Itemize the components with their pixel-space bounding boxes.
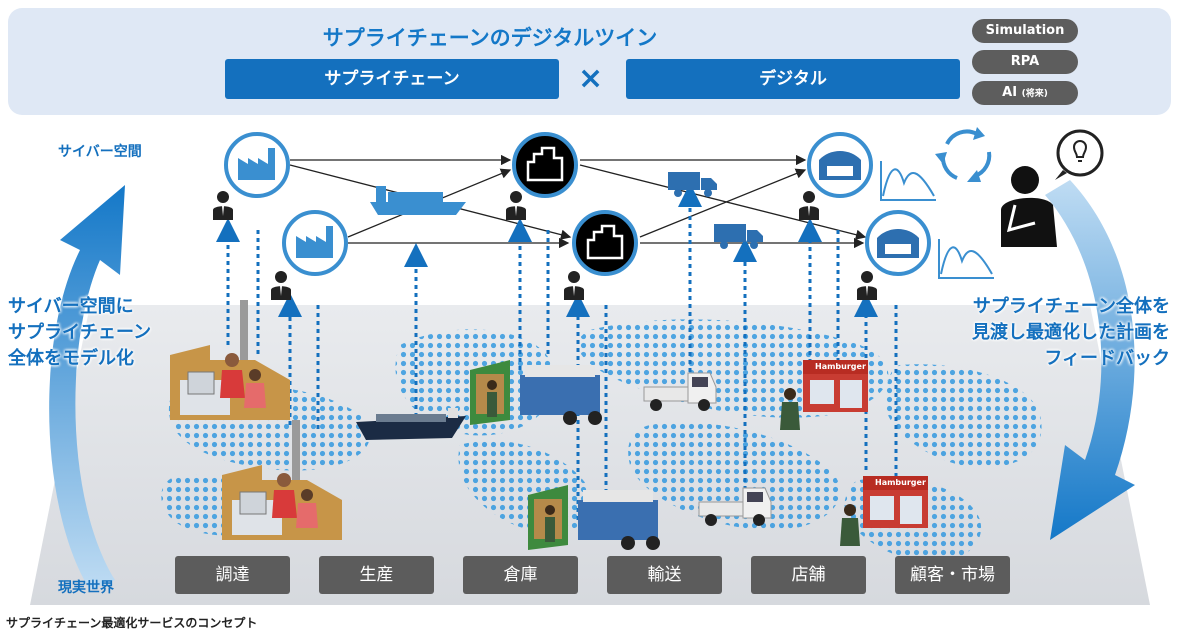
stage-customer-market: 顧客・市場 <box>895 556 1010 594</box>
thinking-person-icon <box>1001 129 1104 247</box>
warehouse-illustration <box>470 360 602 425</box>
person-icon <box>213 191 233 220</box>
left-text-line: サプライチェーン <box>8 322 152 343</box>
warehouse-node-icon <box>512 132 578 198</box>
banner-title: サプライチェーンのデジタルツイン <box>322 26 658 50</box>
refresh-cycle-icon <box>935 127 992 182</box>
left-cycle-arrow <box>49 185 125 590</box>
person-icon <box>506 191 526 220</box>
warehouse-node-icon <box>572 210 638 276</box>
supply-chain-box: サプライチェーン <box>225 59 559 99</box>
store-node-icon <box>865 210 931 276</box>
stage-warehouse: 倉庫 <box>463 556 578 594</box>
left-text-line: サイバー空間に <box>8 296 134 317</box>
store-illustration <box>840 476 928 546</box>
pill-simulation: Simulation <box>972 19 1078 43</box>
store-sign: Hamburger <box>875 478 926 487</box>
right-text-line: 見渡し最適化した計画を <box>972 322 1170 343</box>
real-world-label: 現実世界 <box>58 580 114 596</box>
graph-icon <box>880 161 936 201</box>
person-icon <box>271 271 291 300</box>
ship-icon <box>370 186 466 215</box>
caption: サプライチェーン最適化サービスのコンセプト <box>6 616 258 630</box>
person-icon <box>857 271 877 300</box>
right-text-line: フィードバック <box>1044 348 1170 369</box>
left-description: サイバー空間に サプライチェーン 全体をモデル化 <box>8 294 151 372</box>
person-icon <box>564 271 584 300</box>
stage-procurement: 調達 <box>175 556 290 594</box>
pill-ai-label: AI <box>1002 85 1018 100</box>
pill-ai-note: (将来) <box>1021 89 1048 99</box>
truck-illustration <box>698 487 772 526</box>
digital-box: デジタル <box>626 59 960 99</box>
factory-node-icon <box>282 210 348 276</box>
stage-store: 店舗 <box>751 556 866 594</box>
store-node-icon <box>807 132 873 198</box>
left-text-line: 全体をモデル化 <box>8 348 134 369</box>
times-symbol: × <box>578 61 604 96</box>
graph-icon <box>938 239 994 279</box>
cargo-ship-illustration <box>356 408 466 440</box>
factory-worker-illustration <box>222 420 342 540</box>
truck-icon <box>714 224 763 249</box>
right-cycle-arrow <box>1045 180 1135 540</box>
stage-transport: 輸送 <box>607 556 722 594</box>
warehouse-illustration <box>528 485 660 550</box>
person-icon <box>799 191 819 220</box>
truck-icon <box>668 172 717 197</box>
store-sign: Hamburger <box>815 362 866 371</box>
right-description: サプライチェーン全体を 見渡し最適化した計画を フィードバック <box>972 294 1170 372</box>
cyber-space-label: サイバー空間 <box>58 144 142 160</box>
pill-rpa: RPA <box>972 50 1078 74</box>
stage-production: 生産 <box>319 556 434 594</box>
store-illustration <box>780 360 868 430</box>
factory-node-icon <box>224 132 290 198</box>
right-text-line: サプライチェーン全体を <box>972 296 1170 317</box>
pill-ai: AI (将来) <box>972 81 1078 105</box>
truck-illustration <box>643 372 717 411</box>
factory-worker-illustration <box>170 300 290 420</box>
